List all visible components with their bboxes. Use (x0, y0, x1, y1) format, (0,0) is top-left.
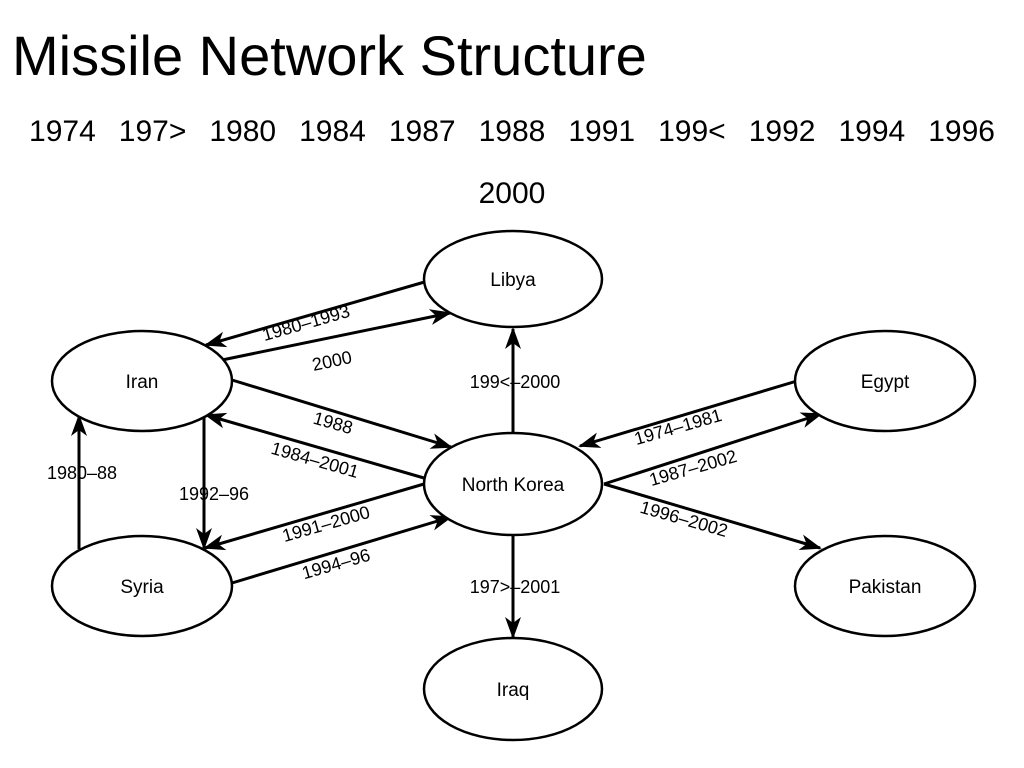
page-title: Missile Network Structure (12, 24, 647, 87)
edge-label: 197>–2001 (470, 577, 561, 597)
node-label: Egypt (861, 372, 910, 393)
year-item: 1996 (928, 115, 995, 148)
node-ellipse (793, 534, 977, 638)
node-north-korea: North Korea (422, 431, 604, 537)
year-item: 197> (118, 115, 187, 148)
node-ellipse (793, 329, 977, 433)
year-item: 1980 (209, 115, 277, 148)
node-ellipse (50, 329, 234, 433)
edge-syria-nk-arrow (231, 515, 453, 585)
year-item: 1987 (388, 115, 456, 148)
edge-label: 1988 (311, 408, 355, 438)
year-item: 1974 (29, 115, 96, 148)
node-label: Pakistan (849, 577, 922, 598)
edge-label: 1984–2001 (269, 438, 361, 482)
edge-nk-pakistan-arrow (603, 482, 822, 550)
node-ellipse (422, 229, 604, 329)
year-item: 1988 (478, 115, 546, 148)
node-syria: Syria (50, 534, 234, 638)
edge-iran-libya-arrow (221, 309, 452, 362)
edge-label: 1974–1981 (632, 405, 724, 449)
node-iraq: Iraq (422, 636, 604, 742)
node-label: Iraq (497, 680, 530, 701)
edge-lines (71, 279, 823, 639)
node-ellipse (50, 534, 234, 638)
year-item: 1992 (748, 115, 816, 148)
edge-label: 199<–2000 (470, 372, 561, 392)
node-egypt: Egypt (793, 329, 977, 433)
edge-label: 2000 (310, 347, 353, 375)
year-list: 1974 197> 1980 1984 1987 1988 1991 199< … (0, 113, 1024, 213)
year-item: 2000 (478, 177, 546, 210)
edge-label: 1980–88 (47, 463, 117, 483)
edge-nk-egypt-arrow (603, 412, 823, 486)
node-label: Iran (126, 372, 159, 393)
edge-label: 1992–96 (179, 484, 249, 504)
node-label: Syria (120, 577, 164, 598)
node-label: North Korea (462, 475, 565, 496)
year-item: 199< (658, 115, 726, 148)
edge-label: 1991–2000 (280, 502, 372, 546)
year-item: 1994 (838, 115, 906, 148)
node-ellipse (422, 431, 604, 537)
edge-libya-iran-arrow (204, 279, 429, 348)
edge-nk-iran-arrow (204, 412, 425, 480)
edge-label: 1987–2002 (647, 446, 739, 490)
year-item: 1984 (299, 115, 366, 148)
edge-label: 1980–1993 (260, 301, 352, 345)
edge-iran-nk-arrow (231, 378, 453, 449)
edge-egypt-nk-arrow (578, 379, 798, 448)
year-item: 1991 (568, 115, 636, 148)
node-ellipse (422, 636, 604, 742)
node-label: Libya (490, 270, 536, 291)
node-iran: Iran (50, 329, 234, 433)
node-libya: Libya (422, 229, 604, 329)
node-pakistan: Pakistan (793, 534, 977, 638)
edge-nk-syria-arrow (203, 482, 425, 551)
edge-label: 1996–2002 (638, 497, 730, 541)
